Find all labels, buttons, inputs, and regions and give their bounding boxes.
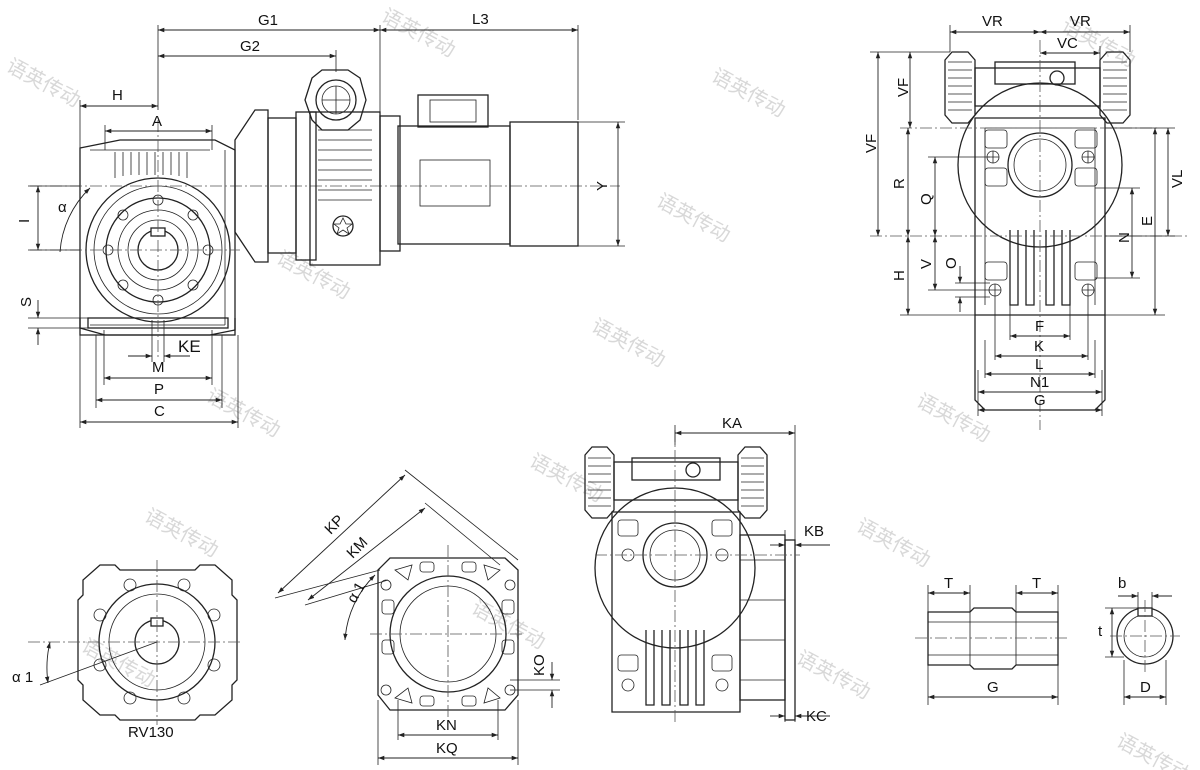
dim-label-l3: L3 — [472, 11, 489, 28]
ka-view: KA KB KC — [584, 415, 830, 725]
watermark: 语英传动 — [793, 645, 875, 704]
dim-label-h-side: H — [891, 270, 908, 281]
rv-flange-view: α 1 RV130 — [12, 560, 240, 741]
dim-label-t-right: T — [1032, 575, 1041, 592]
dim-label-k: K — [1034, 338, 1044, 355]
dim-label-alpha: α — [58, 199, 67, 216]
dim-label-f: F — [1035, 318, 1044, 335]
dim-label-n: N — [1116, 232, 1133, 243]
dim-label-d: D — [1140, 679, 1151, 696]
dim-label-vc: VC — [1057, 35, 1078, 52]
watermark: 语英传动 — [1113, 728, 1195, 770]
dim-label-vf-left: VF — [863, 134, 880, 153]
dim-label-l: L — [1035, 356, 1043, 373]
dim-label-ko: KO — [531, 654, 548, 676]
dim-label-y: Y — [594, 181, 611, 191]
dim-label-alpha1-rv: α 1 — [12, 669, 33, 686]
watermark: 语英传动 — [913, 388, 995, 447]
dim-label-g-shaft: G — [987, 679, 999, 696]
dim-label-vf-top: VF — [895, 78, 912, 97]
dim-label-vl: VL — [1169, 170, 1186, 188]
dim-label-kp: KP — [321, 512, 347, 538]
watermark: 语英传动 — [141, 503, 223, 562]
dim-label-p: P — [154, 381, 164, 398]
watermark: 语英传动 — [708, 63, 790, 122]
dim-label-kq: KQ — [436, 740, 458, 757]
watermark: 语英传动 — [273, 245, 355, 304]
watermark: 语英传动 — [468, 595, 550, 654]
dim-label-km: KM — [343, 534, 371, 562]
watermark: 语英传动 — [588, 313, 670, 372]
watermark: 语英传动 — [853, 513, 935, 572]
dim-label-alpha1-flange: α 1 — [344, 579, 369, 606]
dim-label-t-left: T — [944, 575, 953, 592]
dim-label-s: S — [18, 297, 35, 307]
watermark: 语英传动 — [203, 383, 285, 442]
dim-label-q: Q — [918, 193, 935, 205]
dim-label-o: O — [943, 257, 960, 269]
dim-label-vr-left: VR — [982, 13, 1003, 30]
dim-label-g-side: G — [1034, 392, 1046, 409]
dim-label-kc: KC — [806, 708, 827, 725]
dim-label-a: A — [152, 113, 162, 130]
dim-label-b: b — [1118, 575, 1126, 592]
dim-label-c: C — [154, 403, 165, 420]
side-view: VR VR VC VF VF R Q VL E N H — [863, 13, 1190, 430]
dim-label-m: M — [152, 359, 165, 376]
dim-label-kb: KB — [804, 523, 824, 540]
dim-label-g2: G2 — [240, 38, 260, 55]
dim-label-r: R — [891, 178, 908, 189]
dim-label-kn: KN — [436, 717, 457, 734]
model-label-rv130: RV130 — [128, 724, 174, 741]
dim-label-t: t — [1098, 623, 1103, 640]
watermark: 语英传动 — [653, 188, 735, 247]
watermark: 语英传动 — [378, 3, 460, 62]
dim-label-h: H — [112, 87, 123, 104]
watermark: 语英传动 — [3, 53, 85, 112]
dim-label-e: E — [1139, 216, 1156, 226]
dim-label-g1: G1 — [258, 12, 278, 29]
dim-label-ke: KE — [178, 337, 201, 356]
dim-label-i: I — [16, 219, 33, 223]
front-view: G1 L3 G2 H A Y I α S — [16, 11, 625, 428]
dim-label-vr-right: VR — [1070, 13, 1091, 30]
dim-label-v: V — [918, 259, 935, 269]
dim-label-ka: KA — [722, 415, 742, 432]
dim-label-n1: N1 — [1030, 374, 1049, 391]
hollow-shaft-view: T T G b t D — [915, 575, 1180, 705]
